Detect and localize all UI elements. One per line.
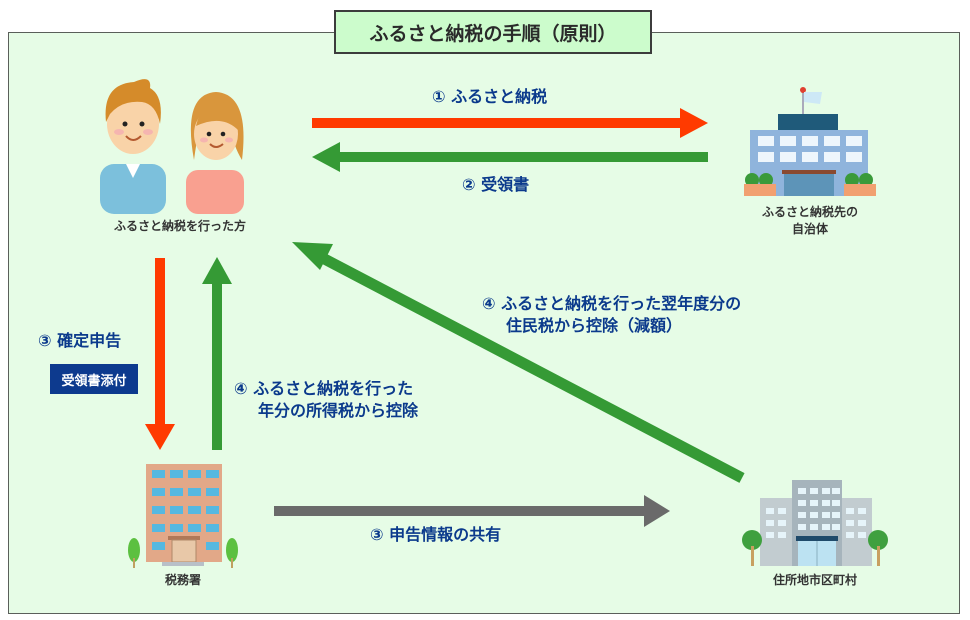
- diagram-title: ふるさと納税の手順（原則）: [334, 10, 652, 54]
- donor-couple-illustration: [100, 79, 244, 214]
- municipality-caption: ふるさと納税先の 自治体: [730, 204, 890, 238]
- receipt-attached-badge: 受領書添付: [50, 364, 138, 394]
- step4-income-tax-line1: ④ ふるさと納税を行った: [234, 379, 414, 398]
- step4-resident-tax-line1: ④ ふるさと納税を行った翌年度分の: [482, 294, 742, 313]
- arrow-info-share: [274, 495, 670, 527]
- step4-income-tax-line2: 年分の所得税から控除: [258, 401, 419, 420]
- arrow-tax-filing: [145, 258, 175, 450]
- step4-resident-tax-line2: 住民税から控除（減額）: [506, 316, 683, 335]
- arrow-receipt: [312, 142, 708, 172]
- municipality-building-illustration: [744, 87, 876, 196]
- step3-filing-label: ③ 確定申告: [38, 331, 122, 350]
- step2-label: ② 受領書: [462, 175, 530, 194]
- step4-income-tax-label: ④ ふるさと納税を行った 年分の所得税から控除: [234, 378, 418, 422]
- municipality-caption-line2: 自治体: [791, 222, 828, 236]
- arrow-donation: [312, 108, 708, 138]
- city-hall-building-illustration: [742, 480, 888, 566]
- municipality-caption-line1: ふるさと納税先の: [761, 205, 858, 219]
- arrow-income-tax-deduction: [202, 257, 232, 450]
- tax-office-caption: 税務署: [164, 573, 201, 587]
- arrow-resident-tax-deduction: [292, 242, 745, 483]
- step3-share-label: ③ 申告情報の共有: [370, 525, 502, 544]
- step1-label: ① ふるさと納税: [432, 87, 548, 106]
- step4-resident-tax-label: ④ ふるさと納税を行った翌年度分の 住民税から控除（減額）: [482, 293, 741, 337]
- tax-office-building-illustration: [128, 464, 238, 568]
- city-hall-caption: 住所地市区町村: [772, 573, 857, 587]
- donor-caption: ふるさと納税を行った方: [113, 219, 246, 233]
